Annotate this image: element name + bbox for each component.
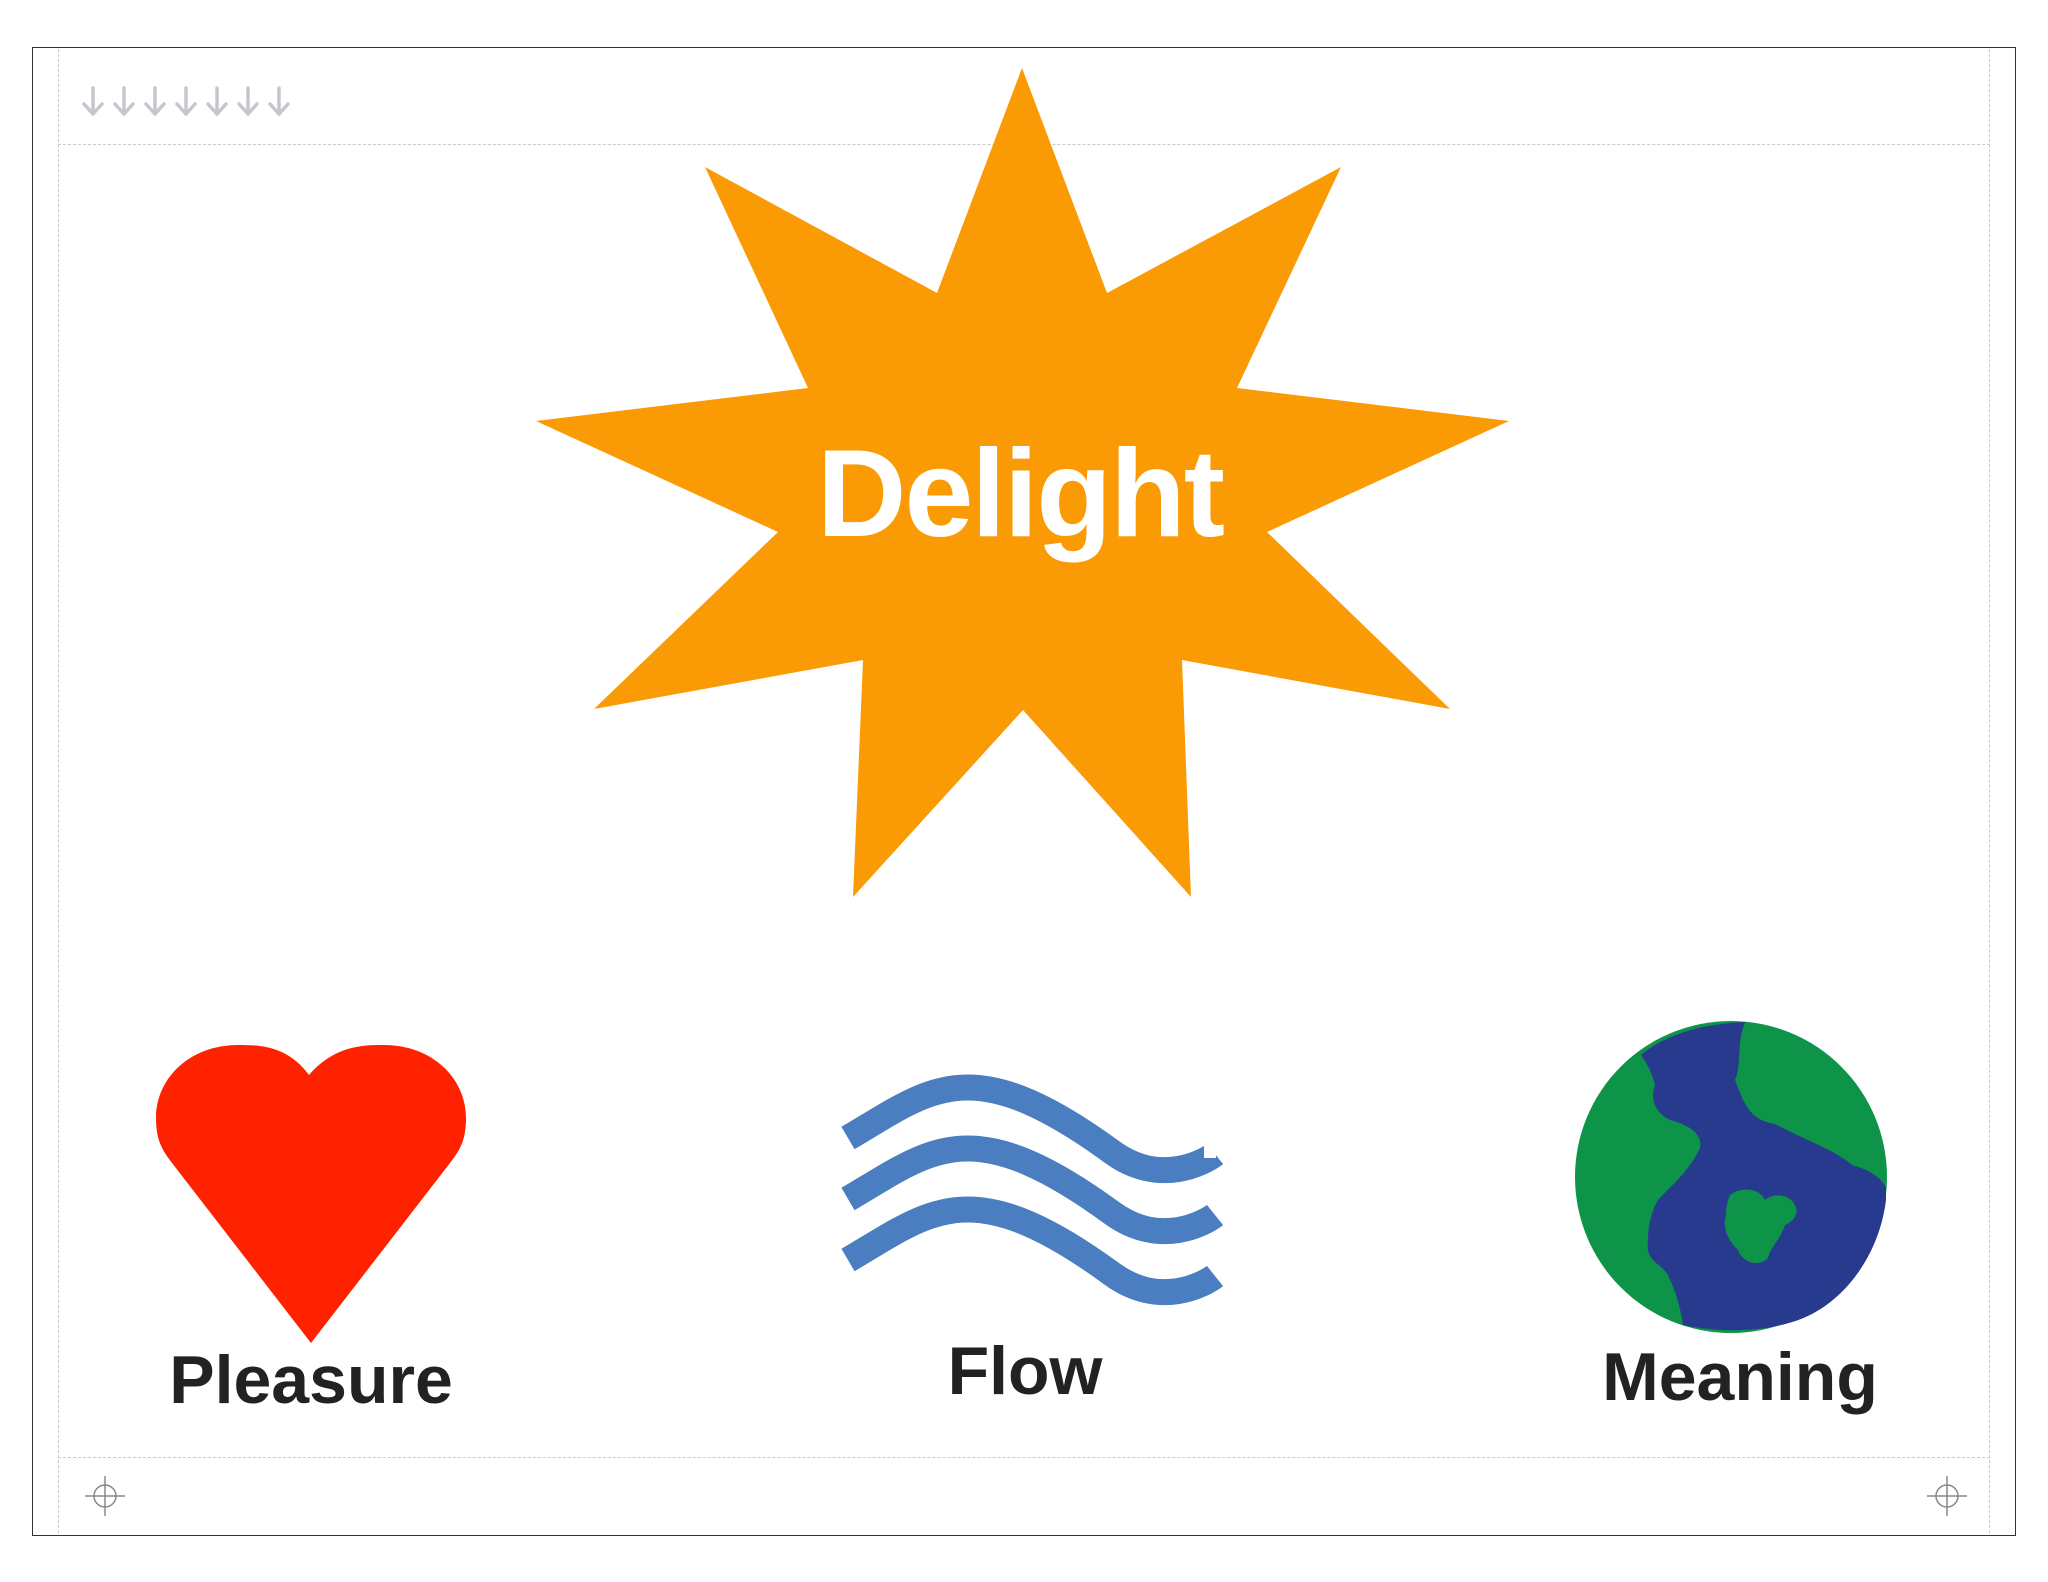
heart-icon [156,1045,466,1343]
down-arrow-icon [113,86,135,116]
waves-icon [841,1074,1224,1306]
center-label: Delight [816,425,1225,563]
down-arrow-icon [175,86,197,116]
down-arrow-icon [144,86,166,116]
down-arrow-icon [268,86,290,116]
pleasure-label: Pleasure [169,1342,453,1418]
crosshair-icon [85,1476,125,1516]
page-frame [32,47,2016,1536]
star-shape [536,68,1509,897]
top-arrow-markers [78,84,294,120]
down-arrow-icon [237,86,259,116]
crosshair-icon [1927,1476,1967,1516]
left-guide-line [58,49,59,1533]
flow-label: Flow [947,1333,1103,1409]
down-arrow-icon [82,86,104,116]
down-arrow-icon [206,86,228,116]
globe-icon [1575,1021,1887,1333]
meaning-label: Meaning [1602,1339,1878,1415]
right-guide-line [1989,49,1990,1533]
bottom-guide-line [58,1457,1990,1458]
